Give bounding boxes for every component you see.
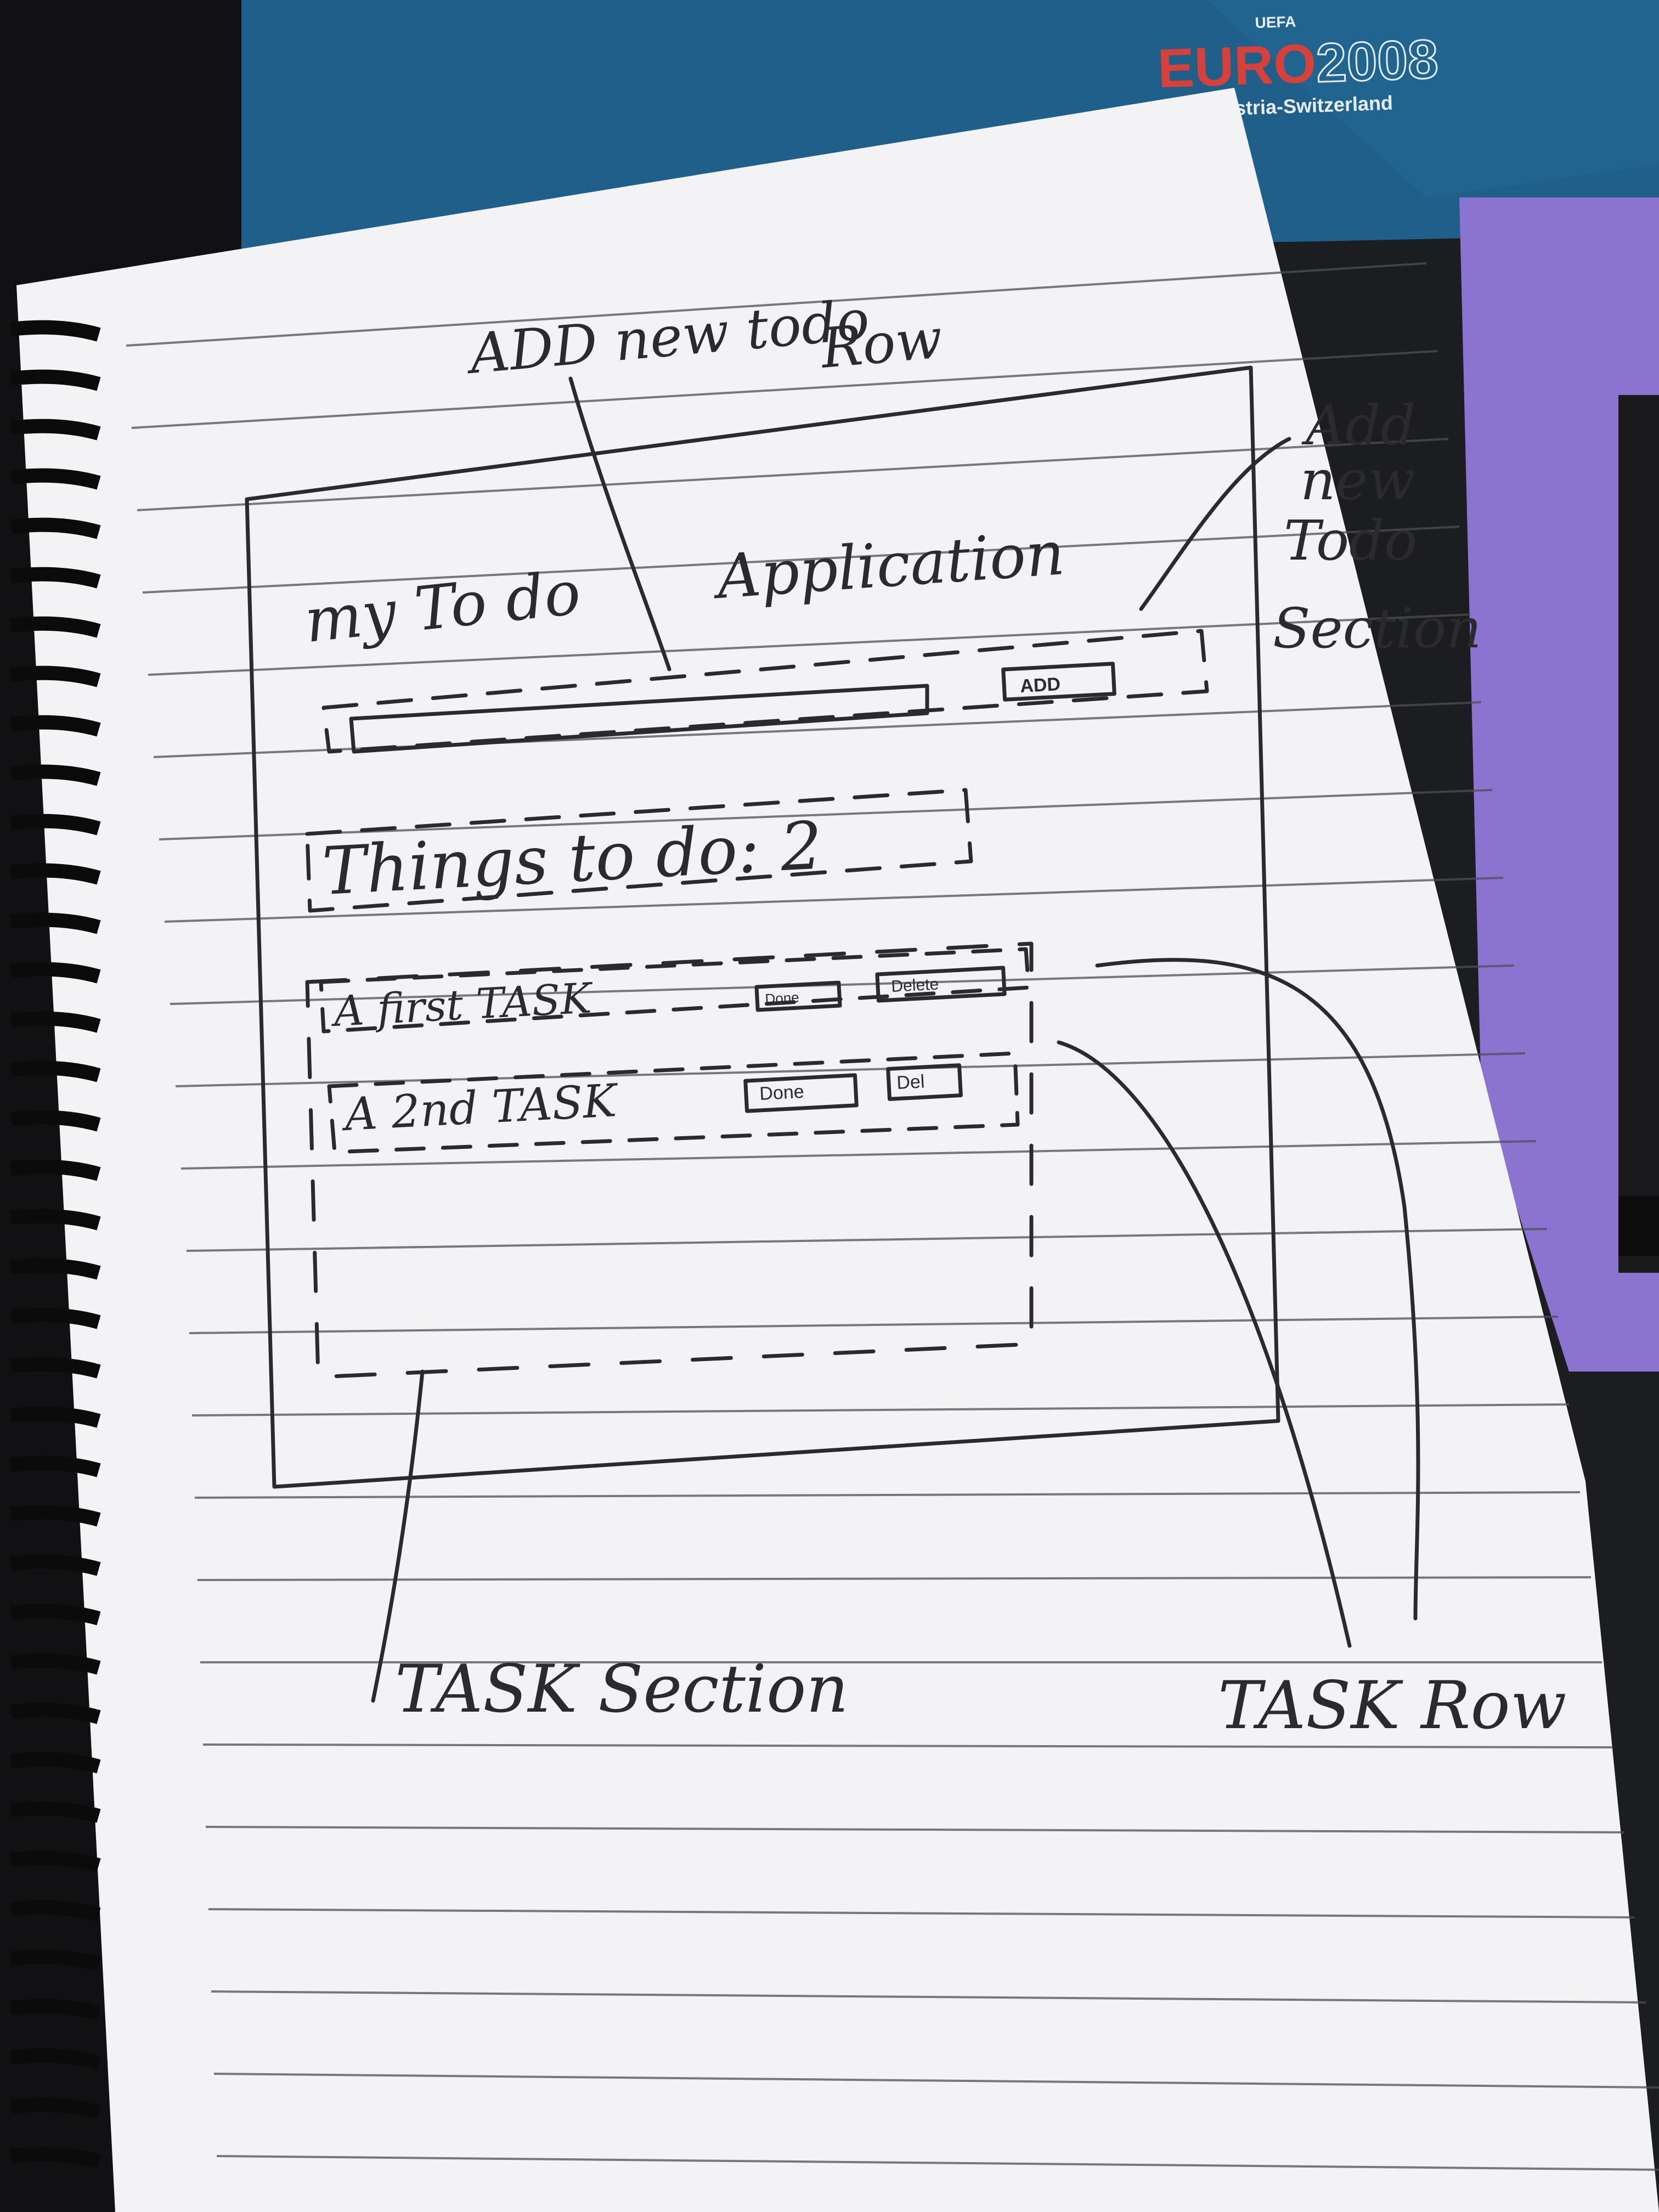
purple-paper <box>1459 198 1659 1372</box>
annotation-add-section-2: new <box>1300 448 1415 512</box>
pen <box>1618 395 1659 1273</box>
todo-wireframe-sketch <box>245 365 1420 1703</box>
euro2008-logo: UEFA EURO2008 Austria-Switzerland <box>1156 13 1440 121</box>
add-button-label: ADD <box>1019 674 1061 697</box>
task1-done-button[interactable] <box>754 980 842 1012</box>
task-row-2 <box>327 1051 1020 1154</box>
task2-delete-label: Del <box>896 1071 925 1093</box>
add-todo-section <box>321 629 1209 754</box>
annotation-add-section-1: Add <box>1301 393 1415 458</box>
task2-done-label: Done <box>759 1081 804 1104</box>
task2-delete-button[interactable] <box>886 1063 963 1101</box>
logo-uefa: UEFA <box>1255 13 1296 32</box>
add-button[interactable] <box>1001 662 1116 702</box>
logo-euro: EURO <box>1156 32 1317 99</box>
app-frame <box>245 365 1280 1489</box>
annotation-add-section-4: Section <box>1273 596 1481 661</box>
task-row-1 <box>319 947 1031 1034</box>
task2-done-button[interactable] <box>743 1073 859 1113</box>
task1-done-label: Done <box>765 989 800 1007</box>
counter-section <box>305 788 973 913</box>
task1-delete-label: Delete <box>891 975 939 995</box>
spiral-binding <box>10 320 101 2169</box>
task1-delete-button[interactable] <box>875 966 1007 1003</box>
logo-year: 2008 <box>1315 29 1439 94</box>
annotation-task-row: TASK Row <box>1218 1668 1566 1744</box>
leader-add-row <box>568 376 672 672</box>
leader-task-row-2 <box>1057 1040 1352 1648</box>
leader-task-section <box>371 1369 425 1703</box>
annotation-task-section: TASK Section <box>395 1651 849 1728</box>
annotation-add-row-2: Row <box>817 306 945 381</box>
annotation-add-section-3: Todo <box>1284 509 1417 573</box>
leader-add-section <box>1139 437 1291 611</box>
todo-input-box[interactable] <box>349 684 929 754</box>
leader-task-row-1 <box>1095 958 1420 1621</box>
svg-text:EURO2008: EURO2008 <box>1156 29 1439 100</box>
notebook-page <box>16 88 1659 2212</box>
